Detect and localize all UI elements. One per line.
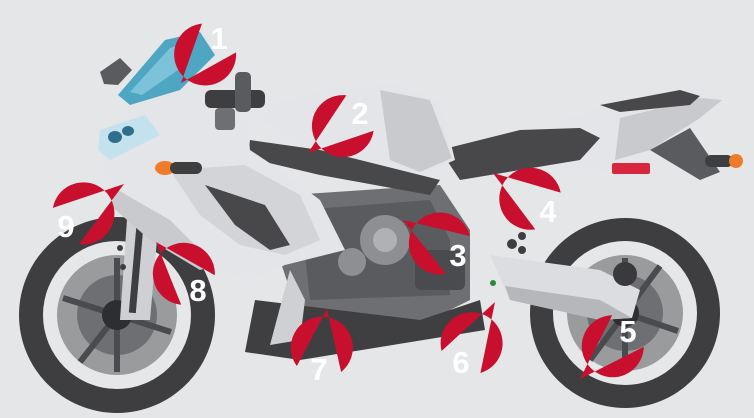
front-indicator (155, 161, 202, 175)
marker-number-9: 9 (57, 209, 74, 244)
marker-number-6: 6 (452, 345, 469, 380)
marker-number-2: 2 (351, 96, 368, 131)
rear-indicator (705, 154, 743, 168)
marker-number-5: 5 (619, 314, 636, 349)
rear-reflector (612, 163, 650, 174)
marker-4: 4 (493, 168, 561, 230)
marker-number-3: 3 (449, 238, 466, 273)
marker-number-7: 7 (310, 352, 327, 387)
marker-number-1: 1 (210, 21, 227, 56)
marker-number-4: 4 (539, 194, 557, 229)
marker-number-8: 8 (189, 273, 206, 308)
mirror (100, 58, 132, 85)
